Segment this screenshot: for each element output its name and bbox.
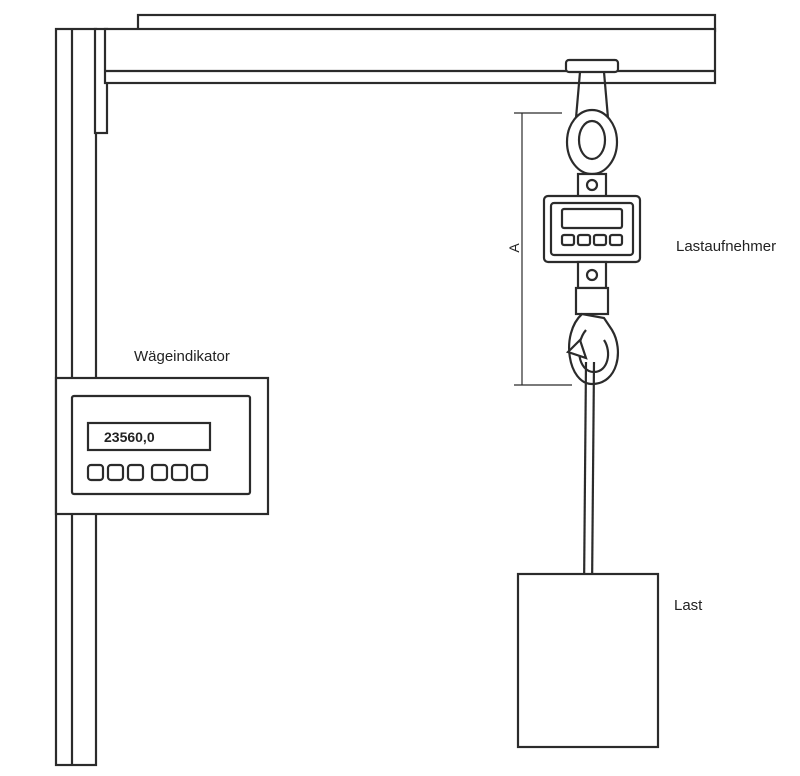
indicator-display-value: 23560,0 [104, 429, 155, 445]
indicator-key-3[interactable] [126, 463, 145, 482]
label-indicator: Wägeindikator [134, 348, 230, 365]
indicator-key-6[interactable] [190, 463, 209, 482]
indicator-display [86, 421, 212, 452]
load-cell-key-2[interactable] [576, 233, 592, 247]
weighing-indicator: 23560,0 [54, 376, 270, 516]
indicator-key-1[interactable] [86, 463, 105, 482]
load-cell [542, 194, 642, 264]
load-cell-key-3[interactable] [592, 233, 608, 247]
indicator-key-4[interactable] [150, 463, 169, 482]
label-load: Last [674, 597, 703, 614]
lower-hook [565, 260, 619, 386]
load-cell-key-1[interactable] [560, 233, 576, 247]
upper-shackle [565, 71, 619, 200]
label-load-cell: Lastaufnehmer [676, 238, 776, 255]
dimension-a-label: A [506, 243, 522, 253]
load-box [516, 572, 660, 749]
indicator-key-5[interactable] [170, 463, 189, 482]
dimension-a: A [506, 112, 572, 386]
indicator-key-2[interactable] [106, 463, 125, 482]
beam-trolley [564, 58, 620, 74]
crane-beam [103, 13, 717, 85]
load-cell-key-4[interactable] [608, 233, 624, 247]
